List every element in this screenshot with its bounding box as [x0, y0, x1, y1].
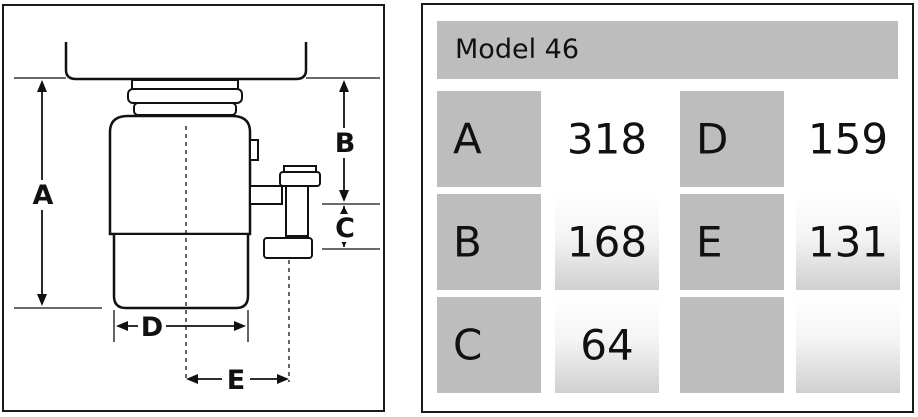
row-e-label: E — [696, 217, 723, 267]
pipe-top-nut — [279, 171, 321, 187]
dim-b-label-bg — [332, 128, 358, 158]
dim-e-label: E — [227, 365, 245, 396]
dim-e-arrows — [186, 374, 289, 384]
row-a-value: 318 — [566, 114, 648, 164]
side-switch — [249, 139, 259, 161]
row-d-value-cell: 159 — [796, 91, 900, 187]
dim-a-label-bg — [30, 180, 56, 210]
row-e-value-cell: 131 — [796, 194, 900, 290]
mount-ring-lower — [133, 102, 237, 116]
row-b-value-cell: 168 — [555, 194, 659, 290]
dim-c-label: C — [335, 213, 355, 244]
empty-value-cell — [796, 297, 900, 393]
discharge-outlet — [249, 185, 283, 205]
pipe-bottom-nut — [263, 237, 313, 259]
dim-d-label-bg — [138, 312, 166, 340]
sink-flange — [131, 79, 239, 90]
model-header: Model 46 — [437, 21, 898, 79]
disposer-lower-body — [112, 235, 250, 310]
discharge-pipe — [285, 183, 309, 237]
row-a-label-cell: A — [437, 91, 541, 187]
row-d-label-cell: D — [680, 91, 784, 187]
row-a-label: A — [453, 114, 482, 164]
row-b-label: B — [453, 217, 482, 267]
dim-b-label: B — [335, 128, 356, 159]
dim-c-label-bg — [332, 214, 358, 242]
row-d-label: D — [696, 114, 729, 164]
row-b-label-cell: B — [437, 194, 541, 290]
row-a-value-cell: 318 — [555, 91, 659, 187]
mount-ring-upper — [127, 88, 243, 104]
disposer-upper-body — [108, 114, 252, 236]
dim-d-label: D — [141, 312, 163, 343]
row-c-label-cell: C — [437, 297, 541, 393]
row-c-value: 64 — [580, 320, 634, 370]
row-e-label-cell: E — [680, 194, 784, 290]
sink-bowl-outline — [64, 42, 308, 81]
disposer-dimension-diagram: A B C D E — [14, 42, 380, 396]
row-c-label: C — [453, 320, 483, 370]
dim-a-label: A — [33, 180, 54, 211]
model-title: Model 46 — [455, 34, 580, 65]
pipe-top-cap — [283, 165, 317, 173]
empty-label-cell — [680, 297, 784, 393]
row-c-value-cell: 64 — [555, 297, 659, 393]
spec-table-panel: Model 46 A 318 D 159 B 168 E 131 C 64 — [421, 3, 914, 413]
disposer-diagram-panel: A B C D E — [2, 4, 385, 412]
row-d-value: 159 — [807, 114, 889, 164]
row-b-value: 168 — [566, 217, 648, 267]
row-e-value: 131 — [807, 217, 889, 267]
dim-e-label-bg — [222, 365, 250, 393]
